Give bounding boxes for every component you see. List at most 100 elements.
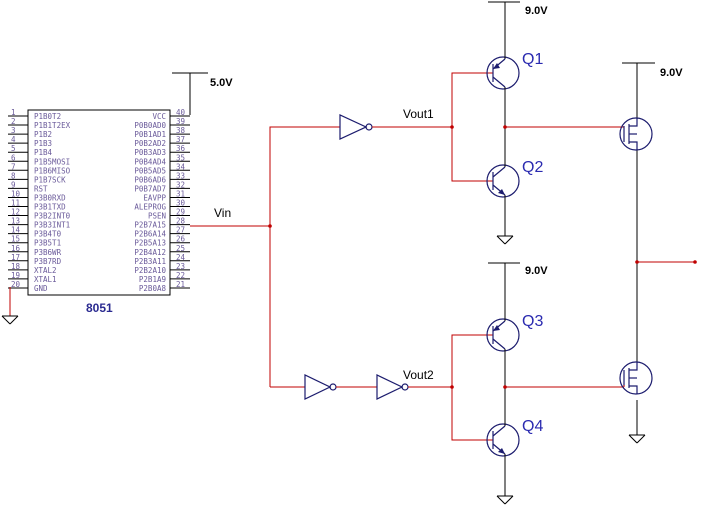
pin-name: P0B5AD5 [134,166,166,175]
pin-number: 33 [176,171,185,180]
transistor-q3[interactable]: Q3 [486,313,543,352]
pin-number: 10 [11,189,21,198]
pin-number: 28 [176,217,186,226]
pin-name: P1B3 [34,139,52,148]
pin-number: 17 [11,253,20,262]
pin-name: P3B0RXD [34,193,66,202]
pin-number: 13 [11,217,20,226]
vin-label: Vin [214,206,231,220]
pin-number: 34 [176,162,186,171]
pin-name: EAVPP [143,193,166,202]
supply-label-mosfet: 9.0V [660,67,683,79]
inverter-1 [339,114,373,140]
pin-number: 1 [11,108,16,117]
pin-name: P1B1T2EX [34,121,71,130]
transistor-q4[interactable]: Q4 [486,418,543,457]
pin-name: P2B6A14 [134,230,166,239]
pin-name: P1B5MOSI [34,157,70,166]
pin-number: 19 [11,271,20,280]
chip-body [27,109,171,296]
transistor-q2[interactable]: Q2 [486,159,543,198]
pin-number: 8 [11,171,16,180]
pin-name: P0B3AD3 [134,148,166,157]
pin-name: P2B3A11 [134,257,166,266]
pin-number: 31 [176,189,185,198]
vin-branch-wire [269,126,340,387]
pin-number: 11 [11,199,20,208]
pin-name: XTAL1 [34,275,57,284]
transistor-label: Q4 [522,418,543,435]
pin-number: 5 [11,144,16,153]
pin-number: 22 [176,271,185,280]
pin-number: 6 [11,153,16,162]
vcc-supply: 5.0V [172,72,233,115]
pin-name: ALEPROG [134,203,166,212]
inverter-2 [304,374,337,400]
pin-number: 2 [11,117,16,126]
pin-name: P1B7SCK [34,175,66,184]
pin-name: PSEN [148,212,166,221]
transistor-label: Q1 [522,51,543,68]
transistor-q1[interactable]: Q1 [486,51,543,90]
pin-number: 29 [176,208,185,217]
pin-name: P0B0AD0 [134,121,166,130]
pin-number: 21 [176,280,185,289]
pin-number: 20 [11,280,21,289]
pin-number: 25 [176,244,185,253]
pin-number: 16 [11,244,21,253]
chip-name: 8051 [86,301,113,315]
pin-number: 40 [176,108,186,117]
pin-number: 4 [11,135,16,144]
pin-number: 35 [176,153,185,162]
pin-number: 37 [176,135,185,144]
pin-name: P3B2INT0 [34,212,71,221]
ground-symbol [1,287,19,325]
pin-name: P3B4T0 [34,230,62,239]
pin-name: P0B4AD4 [134,157,166,166]
transistor-label: Q3 [522,313,543,330]
pin-name: P3B6WR [34,248,62,257]
pin-number: 14 [11,226,21,235]
pin-name: P2B4A12 [134,248,166,257]
pin-number: 24 [176,253,186,262]
pin-number: 18 [11,262,21,271]
pin-number: 3 [11,126,16,135]
pin-number: 7 [11,162,16,171]
pin-number: 36 [176,144,186,153]
pin-number: 12 [11,208,20,217]
pin-number: 15 [11,235,20,244]
pin-name: P0B7AD7 [134,184,166,193]
pin-name: P3B5T1 [34,239,61,248]
pin-name: GND [34,284,48,293]
pin-number: 32 [176,180,185,189]
pin-name: P2B5A13 [134,239,166,248]
pin-name: P2B2A10 [134,266,166,275]
vout1-label: Vout1 [403,107,434,121]
mosfet-pmos[interactable] [619,117,653,151]
pin-number: 30 [176,199,186,208]
output-terminal[interactable] [693,260,697,264]
pin-name: XTAL2 [34,266,57,275]
pin-number: 9 [11,180,16,189]
pin-number: 27 [176,226,185,235]
pin-name: RST [34,184,48,193]
pin-name: VCC [152,112,166,121]
pin-name: P1B6MISO [34,166,71,175]
pin-name: P1B4 [34,148,53,157]
pin-name: P0B1AD1 [134,130,166,139]
mosfet-nmos[interactable] [619,361,653,395]
pin-name: P1B0T2 [34,112,61,121]
pin-name: P3B7RD [34,257,62,266]
pin-number: 23 [176,262,185,271]
transistor-label: Q2 [522,159,543,176]
pin-number: 38 [176,126,186,135]
supply-label-5v: 5.0V [210,77,233,89]
supply-label-q3: 9.0V [525,265,548,277]
pin-name: P0B2AD2 [134,139,166,148]
pin-name: P0B6AD6 [134,175,166,184]
pin-name: P2B7A15 [134,221,166,230]
pin-name: P2B1A9 [139,275,166,284]
supply-label-q1: 9.0V [525,5,548,17]
